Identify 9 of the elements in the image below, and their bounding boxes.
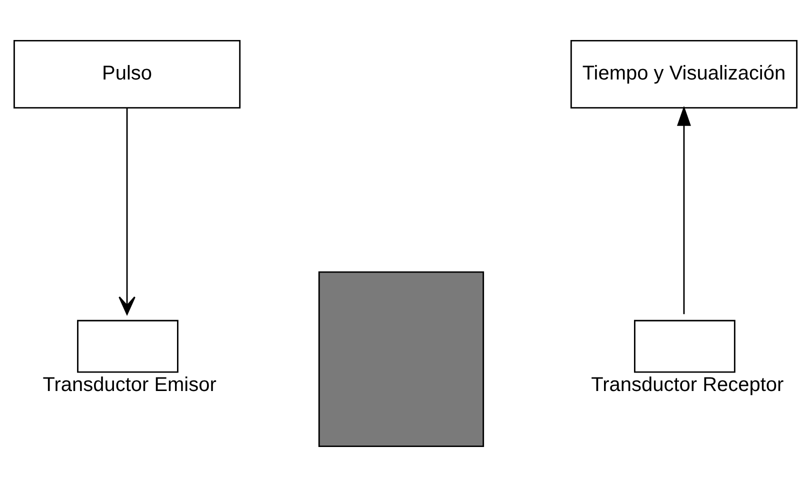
- arrow: [676, 105, 691, 314]
- node-box: [634, 319, 736, 372]
- node-label: Transductor Emisor: [42, 373, 216, 396]
- arrow: [118, 108, 136, 314]
- node-box: [77, 319, 178, 372]
- node-box: Tiempo y Visualización: [570, 40, 798, 108]
- node-box: Pulso: [14, 40, 241, 108]
- node-box: [318, 270, 484, 446]
- node-label: Transductor Receptor: [591, 373, 784, 396]
